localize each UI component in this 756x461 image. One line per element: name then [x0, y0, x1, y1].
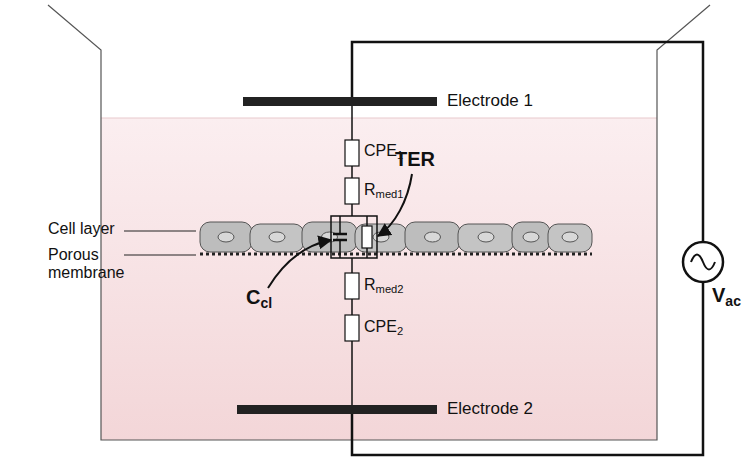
- resistor-symbol: [362, 226, 372, 248]
- cell: [200, 222, 252, 252]
- cell-nucleus: [269, 232, 285, 242]
- wire: [352, 282, 703, 455]
- cell-nucleus: [523, 232, 539, 242]
- cell-nucleus: [218, 232, 234, 242]
- wire: [366, 216, 368, 226]
- cell: [250, 224, 304, 252]
- cell: [355, 224, 407, 252]
- callout-arrow: [378, 174, 412, 236]
- porous-membrane: [200, 253, 592, 256]
- cell: [512, 222, 550, 252]
- capacitor-symbol: [333, 239, 347, 242]
- wire: [339, 240, 341, 258]
- cpe-symbol: [345, 315, 359, 341]
- leader-line: [124, 231, 196, 232]
- leader-line: [124, 255, 196, 256]
- cell-layer: [200, 222, 592, 252]
- vessel-wall: [48, 5, 710, 440]
- parallel-element: [331, 216, 377, 258]
- electrode-label: Electrode 2: [447, 400, 533, 419]
- source-label: Vac: [712, 284, 741, 306]
- medium-surface: [101, 118, 657, 119]
- wire: [366, 248, 368, 258]
- wire: [352, 42, 703, 242]
- ac-symbol: [691, 255, 715, 270]
- wire: [339, 216, 341, 234]
- electrode-label: Electrode 1: [447, 92, 533, 111]
- cell: [405, 222, 460, 252]
- capacitor-symbol: [333, 233, 347, 236]
- callout-label: Ccl: [246, 286, 272, 308]
- cell-nucleus: [478, 232, 494, 242]
- cell: [548, 224, 592, 252]
- element-label: Rmed1: [364, 181, 404, 199]
- part-label: Cell layer: [48, 220, 115, 238]
- callout-label: TER: [395, 148, 435, 170]
- cpe-symbol: [345, 140, 359, 166]
- electrode: [237, 405, 437, 414]
- resistor-symbol: [345, 273, 359, 299]
- medium: [101, 118, 657, 440]
- ac-source: [683, 242, 723, 282]
- electrode: [243, 97, 437, 106]
- callout-arrow: [268, 240, 331, 288]
- cell-nucleus: [425, 232, 441, 242]
- element-label: Rmed2: [364, 276, 404, 294]
- cell-nucleus: [562, 232, 578, 242]
- part-label: Porous membrane: [48, 246, 122, 281]
- element-label: CPE2: [364, 318, 403, 336]
- resistor-symbol: [345, 178, 359, 204]
- cell: [458, 224, 514, 252]
